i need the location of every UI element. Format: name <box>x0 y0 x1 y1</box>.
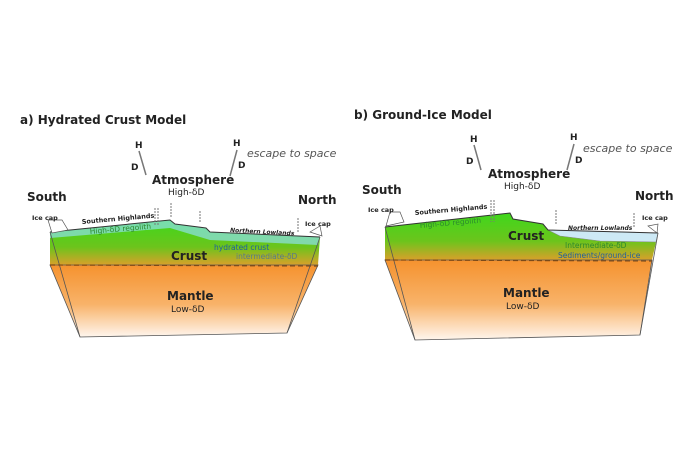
label-northern-lowlands: Northern Lowlands <box>568 225 633 232</box>
label-mantle-sub: Low-δD <box>171 305 204 315</box>
label-h: H <box>135 141 143 151</box>
label-d: D <box>575 156 582 166</box>
label-escape-to-space: escape to space <box>247 147 337 160</box>
label-escape-to-space: escape to space <box>583 142 673 155</box>
label-south: South <box>362 183 402 197</box>
label-h: H <box>470 135 478 145</box>
label-atmosphere: Atmosphere <box>488 167 570 181</box>
panel-hydrated-crust-model: a) Hydrated Crust Model South North Ice … <box>20 113 337 338</box>
label-h: H <box>233 139 241 149</box>
label-ice-cap-right: Ice cap <box>305 220 331 228</box>
ice-cap-north <box>309 225 323 237</box>
crust-layer <box>385 213 658 260</box>
label-crust: Crust <box>171 249 207 263</box>
label-northern-lowlands: Northern Lowlands <box>230 227 295 237</box>
label-atmosphere-sub: High-δD <box>504 182 540 192</box>
ice-cap-south <box>385 211 405 227</box>
exchange-arrows <box>154 203 299 232</box>
label-atmosphere: Atmosphere <box>152 173 234 187</box>
label-south: South <box>27 190 67 204</box>
label-mantle-sub: Low-δD <box>506 302 539 312</box>
label-d: D <box>238 161 245 171</box>
escape-arrow <box>138 150 147 176</box>
label-hydrated-crust: hydrated crust <box>214 243 269 252</box>
label-ice-cap-left: Ice cap <box>32 214 58 222</box>
escape-arrow <box>566 143 575 171</box>
escape-arrow <box>473 144 482 171</box>
escape-arrow <box>229 149 238 177</box>
panel-title: b) Ground-Ice Model <box>354 108 492 122</box>
label-d: D <box>131 163 138 173</box>
label-north: North <box>635 189 673 203</box>
crust-mantle-boundary <box>49 264 319 267</box>
panel-ground-ice-model: b) Ground-Ice Model South North Ice cap … <box>354 108 673 341</box>
label-crust: Crust <box>508 229 544 243</box>
label-mantle: Mantle <box>167 289 214 303</box>
ice-cap-north <box>647 223 659 234</box>
label-atmosphere-sub: High-δD <box>168 188 204 198</box>
crust-layer <box>49 219 321 265</box>
label-intermediate: Intermediate-δD <box>565 241 627 250</box>
label-ice-cap-right: Ice cap <box>642 214 668 222</box>
label-d: D <box>466 157 473 167</box>
crust-mantle-boundary <box>384 259 653 262</box>
label-intermediate: intermediate-δD <box>236 252 298 261</box>
label-southern-highlands: Southern Highlands <box>414 203 487 217</box>
label-north: North <box>298 193 336 207</box>
ice-cap-south <box>47 219 69 234</box>
label-ice-cap-left: Ice cap <box>368 206 394 214</box>
hydrated-crust-layer <box>50 220 320 245</box>
label-sediments: Sediments/ground-ice <box>558 251 641 260</box>
mantle-layer <box>384 259 653 341</box>
panel-title: a) Hydrated Crust Model <box>20 113 186 127</box>
label-mantle: Mantle <box>503 286 550 300</box>
exchange-arrows <box>490 200 635 228</box>
label-h: H <box>570 133 578 143</box>
